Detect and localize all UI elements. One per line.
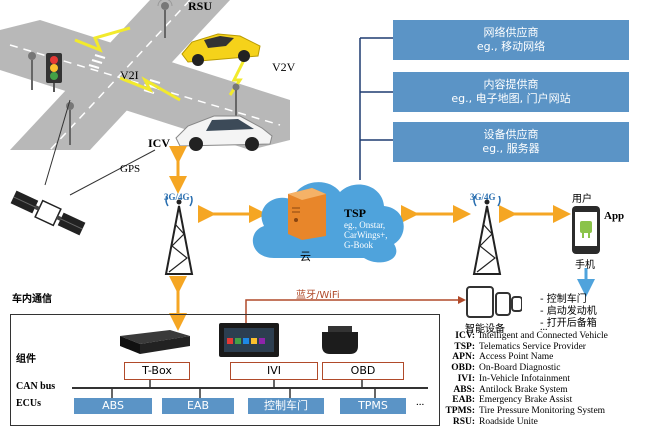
legend-row: RSU:Roadside Unite — [452, 416, 538, 427]
in-vehicle-label: 车内通信 — [12, 294, 52, 305]
icv-label: ICV — [148, 136, 171, 150]
smart-device-label: 智能设备 — [465, 324, 505, 335]
gps-label: GPS — [120, 163, 141, 175]
provider-example: eg., 移动网络 — [476, 40, 546, 53]
ivi-icon — [219, 323, 279, 357]
phone-function: - 控制车门 — [540, 294, 587, 305]
tsp-line: CarWings+, — [344, 230, 388, 240]
v2v-label: V2V — [272, 60, 296, 74]
legend-row: TSP:Telematics Service Provider — [454, 341, 586, 352]
satellite-icon — [10, 190, 86, 236]
tsp-line: eg., Onstar, — [344, 220, 386, 230]
cloud-label: 云 — [300, 250, 311, 263]
provider-example: eg., 电子地图, 门户网站 — [451, 92, 571, 105]
legend-row: OBD:On-Board Diagnostic — [451, 363, 561, 374]
provider-title: 网络供应商 — [483, 26, 539, 39]
rsu-antenna-icon — [232, 83, 240, 122]
user-label: 用户 — [572, 194, 592, 205]
tbox-icon — [120, 330, 190, 354]
obd-icon — [322, 326, 358, 354]
server-icon — [288, 188, 326, 240]
tsp-line: G-Book — [344, 240, 373, 250]
bluetooth-wifi-label: 蓝牙/WiFi — [296, 290, 340, 301]
ecu-abs: ABS — [74, 398, 152, 414]
component-tbox: T-Box — [124, 362, 190, 380]
network-label-left: 3G/4G — [164, 192, 190, 202]
components-label: 组件 — [16, 354, 36, 365]
can-bus-label: CAN bus — [16, 381, 56, 392]
app-label: App — [604, 210, 625, 222]
lightning-bolt — [74, 26, 131, 53]
provider-content: 内容提供商 eg., 电子地图, 门户网站 — [393, 72, 629, 112]
phone-function: - 启动发动机 — [540, 306, 597, 317]
provider-device: 设备供应商 eg., 服务器 — [393, 122, 629, 162]
ecu-door-control: 控制车门 — [248, 398, 324, 414]
legend-row: TPMS:Tire Pressure Monitoring System — [445, 405, 606, 416]
phone-function: ... — [540, 322, 548, 333]
rsu-antenna-icon — [157, 0, 173, 38]
ecus-label: ECUs — [16, 398, 42, 409]
traffic-light-icon — [46, 53, 62, 92]
network-label-right: 3G/4G — [470, 192, 496, 202]
ecu-eab: EAB — [162, 398, 234, 414]
phone-function: - 打开后备箱 — [540, 318, 597, 329]
tsp-title: TSP — [344, 206, 367, 220]
ecu-more: ... — [416, 396, 425, 408]
provider-title: 设备供应商 — [483, 128, 539, 141]
component-ivi: IVI — [230, 362, 318, 380]
provider-title: 内容提供商 — [483, 78, 539, 91]
yellow-car-icon — [181, 33, 261, 66]
legend-row: ABS:Antilock Brake System — [453, 384, 568, 395]
rsu-label: RSU — [188, 0, 213, 13]
v2i-label: V2I — [120, 68, 139, 82]
smartphone-icon — [572, 206, 600, 254]
phone-label: 手机 — [575, 260, 595, 271]
white-car-icon — [175, 115, 273, 151]
component-obd: OBD — [322, 362, 404, 380]
legend-row: EAB:Emergency Brake Assist — [452, 395, 573, 406]
tower-icon — [164, 196, 194, 275]
legend-row: APN:Access Point Name — [452, 352, 554, 363]
in-vehicle-box — [10, 314, 440, 426]
provider-example: eg., 服务器 — [482, 142, 540, 155]
legend-row: ICV:Intelligent and Connected Vehicle — [455, 331, 608, 341]
tablet-watch-icon — [466, 286, 522, 318]
tower-icon — [472, 196, 502, 275]
ecu-tpms: TPMS — [340, 398, 406, 414]
provider-network: 网络供应商 eg., 移动网络 — [393, 20, 629, 60]
rsu-antenna-icon — [28, 52, 36, 90]
legend-row: IVI:In-Vehicle Infotainment — [457, 373, 571, 384]
